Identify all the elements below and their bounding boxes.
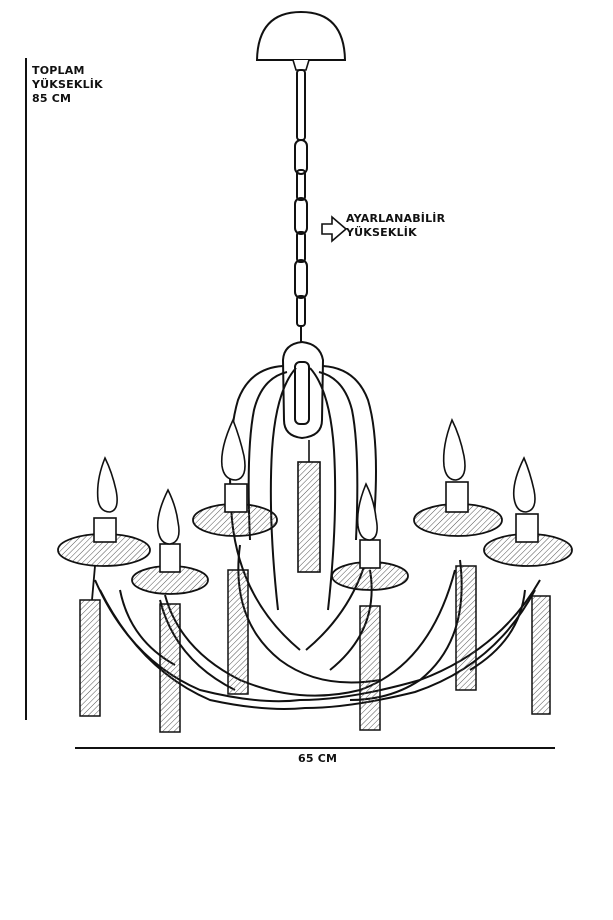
arrow-right-icon <box>321 215 348 243</box>
adjustable-line2: YÜKSEKLİK <box>346 226 417 239</box>
adjustable-height-label: AYARLANABİLİR YÜKSEKLİK <box>346 212 445 240</box>
central-body <box>229 340 377 611</box>
total-height-line2: YÜKSEKLİK <box>32 78 103 91</box>
candle-arm-1 <box>57 456 151 717</box>
adjustable-line1: AYARLANABİLİR <box>346 212 446 225</box>
chain <box>294 69 308 344</box>
central-crystal <box>297 440 321 573</box>
candle-arm-2 <box>131 488 209 733</box>
width-dimension-line <box>75 747 555 749</box>
total-height-value: 85 CM <box>32 92 72 105</box>
candle-arm-6 <box>483 456 573 715</box>
candle-arm-3 <box>192 417 278 695</box>
width-value-label: 65 CM <box>298 752 338 765</box>
total-height-label: TOPLAM YÜKSEKLİK 85 CM <box>32 64 103 106</box>
ceiling-canopy <box>255 10 347 71</box>
total-height-line1: TOPLAM <box>32 64 85 77</box>
candle-arm-5 <box>413 418 503 691</box>
height-dimension-line <box>25 58 27 720</box>
candle-arm-4 <box>331 482 409 731</box>
